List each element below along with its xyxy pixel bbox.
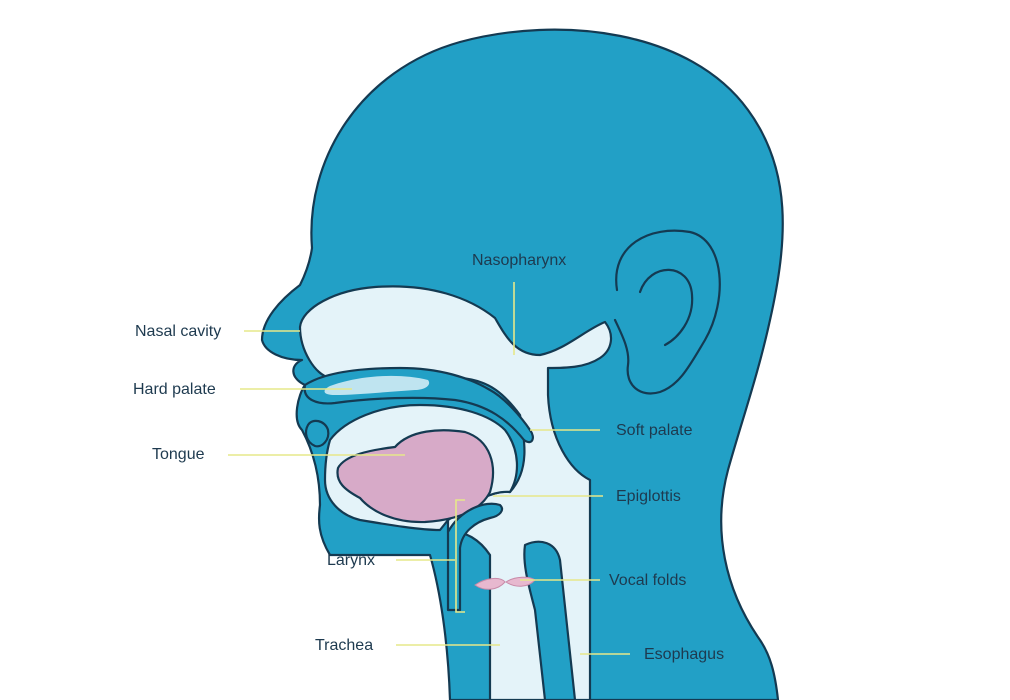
lower-lip bbox=[304, 419, 330, 448]
label-esophagus: Esophagus bbox=[644, 646, 724, 663]
label-tongue: Tongue bbox=[152, 446, 205, 463]
ear-outer bbox=[613, 229, 721, 395]
label-soft-palate: Soft palate bbox=[616, 422, 693, 439]
hard-palate-highlight bbox=[324, 375, 430, 395]
label-hard-palate: Hard palate bbox=[133, 381, 216, 398]
leader-lines bbox=[228, 282, 630, 655]
label-larynx: Larynx bbox=[327, 552, 375, 569]
label-epiglottis: Epiglottis bbox=[616, 488, 681, 505]
epiglottis-shape bbox=[446, 502, 504, 612]
label-vocal-folds: Vocal folds bbox=[609, 572, 686, 589]
label-trachea: Trachea bbox=[315, 637, 373, 654]
tongue bbox=[336, 429, 495, 524]
label-nasopharynx: Nasopharynx bbox=[472, 252, 566, 269]
label-nasal-cavity: Nasal cavity bbox=[135, 323, 221, 340]
ear-inner bbox=[638, 268, 694, 347]
esophagus-shape bbox=[523, 540, 577, 700]
